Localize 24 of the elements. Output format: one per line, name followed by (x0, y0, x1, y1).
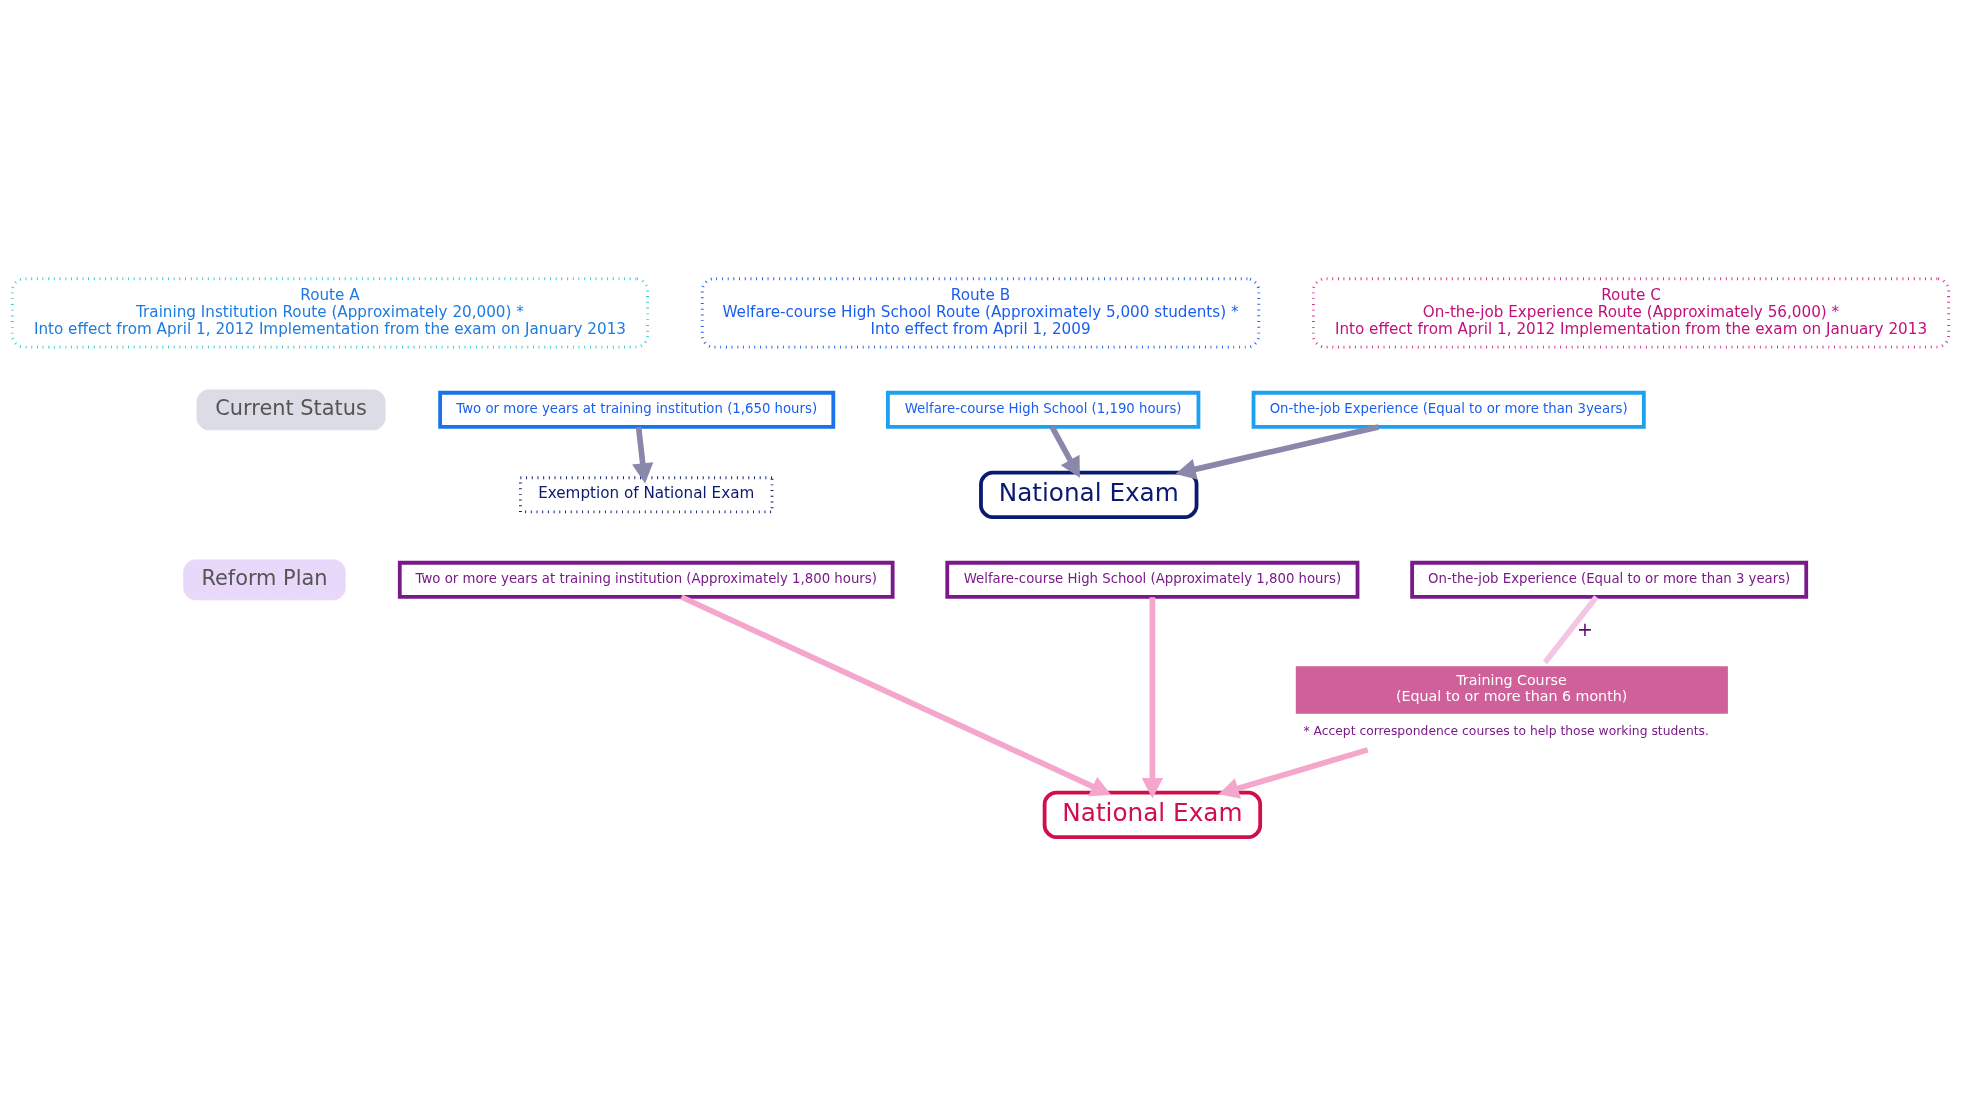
node-box: Welfare-course High School (Approximately 1,800 hours) (945, 560, 1360, 599)
node-box: Route C On-the-job Experience Route (Approximately 56,000) * Into effect from April 1, 2012 Implementation from the exam on January 2013 (1311, 276, 1951, 349)
node-box: On-the-job Experience (Equal to or more than 3years) (1251, 390, 1646, 429)
arrow (1175, 423, 1380, 480)
node-box: On-the-job Experience (Equal to or more than 3 years) (1410, 560, 1809, 599)
node-box: Exemption of National Exam (518, 475, 774, 513)
arrow (632, 426, 654, 484)
node-box: Training Course (Equal to or more than 6 month) (1295, 665, 1728, 714)
edge-label: + (1577, 617, 1593, 640)
connector (1542, 594, 1599, 664)
node-box: Welfare-course High School (1,190 hours) (886, 390, 1201, 429)
node-box: Two or more years at training institution (Approximately 1,800 hours) (397, 560, 895, 599)
node-box: Two or more years at training institution (1,650 hours) (438, 390, 836, 429)
node-box: Reform Plan (183, 558, 346, 600)
node-box: Route B Welfare-course High School Route (Approximately 5,000 students) * Into effect from April 1, 2009 (700, 276, 1261, 349)
node-label: * Accept correspondence courses to help those working students. (1303, 723, 1709, 738)
node-box: Route A Training Institution Route (Approximately 20,000) * Into effect from April 1, 2012 Implementation from the exam on January 2013 (10, 276, 650, 349)
arrow (680, 593, 1112, 796)
arrow (1141, 596, 1164, 798)
arrow (1218, 746, 1369, 799)
node-box: Current Status (196, 388, 386, 430)
node-box: National Exam (979, 470, 1199, 519)
node-box: National Exam (1042, 790, 1263, 839)
arrow (1049, 425, 1080, 478)
